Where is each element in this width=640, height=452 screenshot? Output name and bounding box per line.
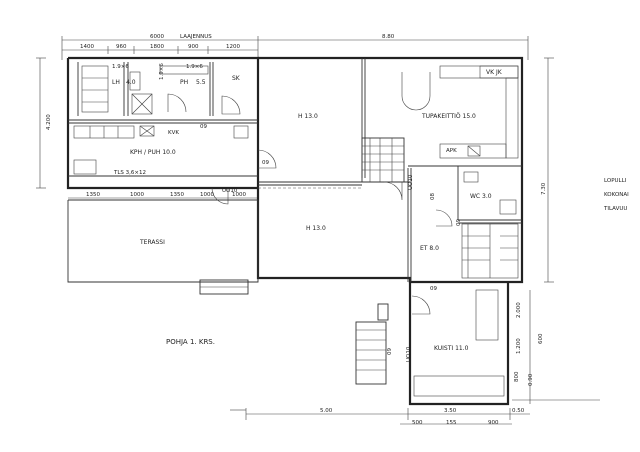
room-ph-area: 5.5 — [196, 79, 206, 86]
drawing-title: POHJA 1. KRS. — [166, 338, 215, 346]
fixtures — [73, 65, 519, 397]
room-et: ET 8.0 — [420, 245, 439, 252]
door-tag: UO10 — [406, 346, 412, 362]
top-dim: 900 — [188, 44, 199, 50]
room-lh-area: 4.0 — [126, 79, 136, 86]
room-kuisti: KUISTI 11.0 — [434, 345, 469, 352]
kuisti-right-dim: 600 — [538, 333, 544, 344]
bottom-dim: 5.00 — [320, 408, 333, 414]
room-sk: SK — [232, 75, 241, 82]
dimension-lines — [36, 36, 554, 425]
terrace — [67, 199, 389, 385]
mid-dim: 1350 — [170, 192, 184, 198]
top-dim: 1800 — [150, 44, 164, 50]
ph-bench-size: 1.9×6 — [186, 64, 203, 70]
room-tupakeittio: TUPAKEITTIÖ 15.0 — [421, 113, 476, 120]
kuisti-right-dim: 0.90 — [528, 373, 534, 386]
room-lh: LH — [112, 79, 120, 86]
mid-dim: 1000 — [130, 192, 144, 198]
room-terassi: TERASSI — [139, 239, 165, 246]
top-dim: 1400 — [80, 44, 94, 50]
left-dim: 4.200 — [46, 114, 52, 130]
door-tag: 09 — [387, 348, 393, 355]
laajennus-label: LAAJENNUS — [180, 34, 212, 40]
lh-side-size: 1.9×6 — [159, 63, 165, 80]
top-dim: 1200 — [226, 44, 240, 50]
doors — [167, 93, 453, 315]
door-tag: 09 — [200, 124, 207, 130]
overall-dim: 8.80 — [382, 34, 395, 40]
kuisti-right-dim: 800 — [514, 371, 520, 382]
door-tag: 09 — [262, 160, 269, 166]
lh-bench-size: 1.9×6 — [112, 64, 129, 70]
room-wc: WC 3.0 — [470, 193, 492, 200]
door-tag: UO10 — [222, 188, 238, 194]
kuisti-right-dim: 2.000 — [516, 302, 522, 318]
mid-dim: 1000 — [232, 192, 246, 198]
right-dim: 7.30 — [541, 182, 547, 195]
mid-dim: 1000 — [200, 192, 214, 198]
bottom-dim: 3.50 — [444, 408, 457, 414]
room-kph-side: KVK — [168, 130, 179, 136]
room-apk: APK — [446, 148, 457, 154]
room-ph: PH — [180, 79, 188, 86]
mid-dim: 1350 — [86, 192, 100, 198]
door-tag: 09 — [456, 219, 462, 226]
top-dim: 960 — [116, 44, 127, 50]
bottom-sub-dim: 900 — [488, 420, 499, 426]
bottom-sub-dim: 500 — [412, 420, 423, 426]
room-h1: H 13.0 — [298, 113, 318, 120]
right-note: LOPULLI — [604, 178, 627, 184]
kuisti-right-dim: 1.200 — [516, 338, 522, 354]
door-tag: 08 — [430, 193, 436, 200]
room-kph: KPH / PUH 10.0 — [130, 149, 176, 156]
room-h2: H 13.0 — [306, 225, 326, 232]
door-tag: UO10 — [408, 174, 414, 190]
bottom-dim: 0.50 — [512, 408, 525, 414]
right-note: TILAVUU — [603, 206, 627, 212]
right-note: KOKONAI — [604, 192, 629, 198]
room-tls: TLS 3,6×12 — [113, 170, 146, 176]
bottom-sub-dim: 155 — [446, 420, 457, 426]
door-tag: 09 — [430, 286, 437, 292]
interior-walls — [68, 58, 522, 282]
room-vk-jk: VK JK — [486, 69, 503, 76]
laajennus-dim: 6000 — [150, 34, 164, 40]
